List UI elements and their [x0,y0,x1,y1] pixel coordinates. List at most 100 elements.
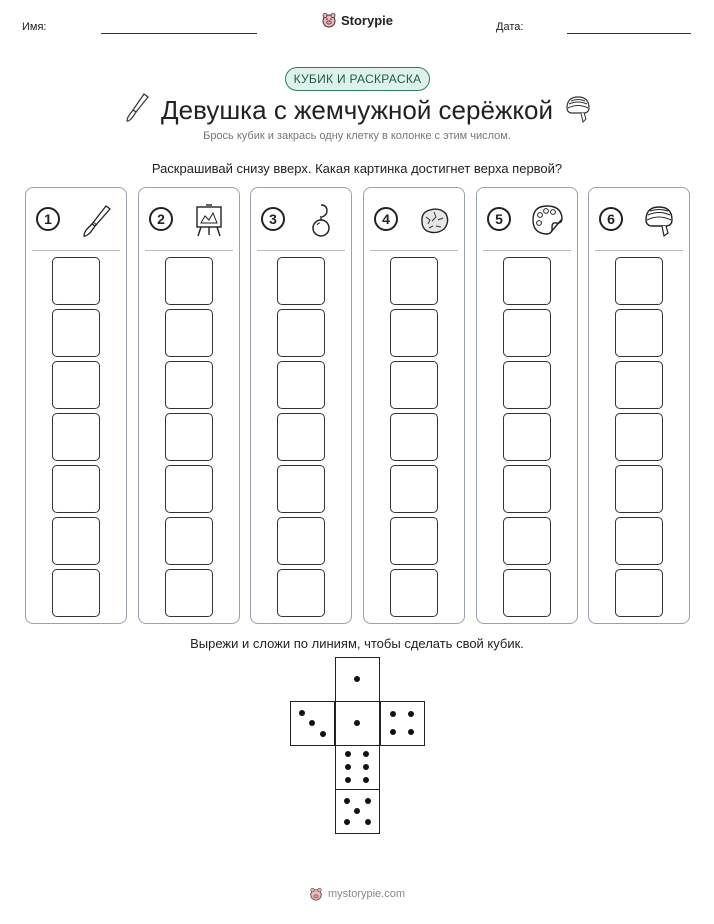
coloring-cell[interactable] [503,517,551,565]
die-face-below-2 [335,789,380,834]
coloring-cell[interactable] [165,361,213,409]
coloring-cell[interactable] [52,569,100,617]
page-title: Девушка с жемчужной серёжкой [161,95,553,125]
die-pip [354,808,360,814]
die-pip [363,776,370,783]
coloring-cell[interactable] [390,465,438,513]
die-pip [354,676,360,682]
paintbrush-icon [83,205,111,237]
column-divider [483,250,571,251]
coloring-cell[interactable] [52,361,100,409]
die-pip [343,797,350,804]
column-3: 3 [250,187,352,624]
coloring-cell[interactable] [503,309,551,357]
coloring-cell[interactable] [52,465,100,513]
coloring-cell[interactable] [390,309,438,357]
name-label: Имя: [22,21,47,33]
coloring-cell[interactable] [277,413,325,461]
coloring-cell[interactable] [615,257,663,305]
coloring-cell[interactable] [503,413,551,461]
die-pip [389,729,396,736]
column-header: 2 [147,202,231,238]
die-pip [408,710,415,717]
die-pip [364,818,371,825]
coloring-cell[interactable] [615,309,663,357]
coloring-cell[interactable] [277,517,325,565]
coloring-cell[interactable] [503,257,551,305]
column-header: 6 [597,202,681,238]
paintbrush-icon [126,93,149,122]
coloring-cell[interactable] [52,517,100,565]
pig-mascot-icon [322,13,336,28]
coloring-cell[interactable] [277,361,325,409]
coloring-cell[interactable] [52,257,100,305]
ochre-stone-icon [421,208,449,234]
date-line [567,33,691,34]
column-5: 5 [476,187,578,624]
die-pip [298,709,305,716]
die-pip [354,720,360,726]
date-label: Дата: [496,21,524,33]
die-pip [343,818,350,825]
column-divider [257,250,345,251]
coloring-cell[interactable] [615,413,663,461]
coloring-cell[interactable] [52,309,100,357]
die-pip [319,730,326,737]
cut-instruction: Вырежи и сложи по линиям, чтобы сделать … [190,636,524,651]
coloring-cell[interactable] [165,465,213,513]
coloring-cell[interactable] [52,413,100,461]
turban-icon [645,206,673,238]
turban-icon [566,96,590,123]
die-pip [363,764,370,770]
subtitle: Брось кубик и закрась одну клетку в коло… [203,130,511,142]
coloring-cell[interactable] [503,465,551,513]
column-2: 2 [138,187,240,624]
pig-mascot-icon [310,887,322,901]
coloring-cell[interactable] [503,569,551,617]
column-divider [32,250,120,251]
coloring-cell[interactable] [165,413,213,461]
coloring-cell[interactable] [277,569,325,617]
coloring-cell[interactable] [615,361,663,409]
column-header: 3 [259,202,343,238]
coloring-cell[interactable] [390,413,438,461]
column-header: 1 [34,202,118,238]
column-number: 3 [261,207,285,231]
column-header: 4 [372,202,456,238]
coloring-cell[interactable] [165,517,213,565]
column-divider [145,250,233,251]
footer: mystorypie.com [0,887,714,901]
coloring-cell[interactable] [277,257,325,305]
coloring-cell[interactable] [615,517,663,565]
coloring-cell[interactable] [277,465,325,513]
coloring-cell[interactable] [390,569,438,617]
column-number: 5 [487,207,511,231]
column-number: 4 [374,207,398,231]
column-divider [370,250,458,251]
coloring-cell[interactable] [165,569,213,617]
die-pip [344,751,351,758]
die-face-top [335,657,380,702]
column-4: 4 [363,187,465,624]
die-pip [363,751,370,758]
die-pip [364,797,371,804]
die-face-center [335,701,380,746]
coloring-cell[interactable] [277,309,325,357]
column-header: 5 [485,202,569,238]
coloring-cell[interactable] [615,569,663,617]
column-number: 2 [149,207,173,231]
instruction-text: Раскрашивай снизу вверх. Какая картинка … [151,161,563,176]
die-pip [408,729,415,736]
coloring-cell[interactable] [390,361,438,409]
brand-logo: Storypie [0,12,714,28]
coloring-cell[interactable] [615,465,663,513]
coloring-cell[interactable] [165,309,213,357]
coloring-cell[interactable] [390,257,438,305]
coloring-cell[interactable] [503,361,551,409]
coloring-cell[interactable] [165,257,213,305]
coloring-cell[interactable] [390,517,438,565]
column-1: 1 [25,187,127,624]
die-face-below-1 [335,745,380,790]
pearl-earring-icon [312,204,330,237]
easel-icon [196,204,222,237]
